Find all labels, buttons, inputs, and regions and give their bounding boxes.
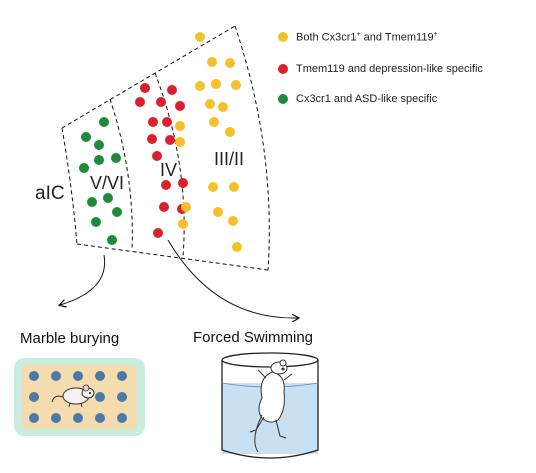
marble: [117, 413, 127, 423]
inner-edge-boundary: [61, 127, 78, 245]
cx3cr1-dot: [112, 207, 122, 217]
tmem119-dot: [153, 228, 163, 238]
tmem119-dot: [162, 117, 172, 127]
outer-top-boundary: [61, 25, 236, 129]
tmem119-dot: [135, 97, 145, 107]
cx3cr1-dot: [111, 153, 121, 163]
region-label-aic: aIC: [35, 183, 65, 204]
cx3cr1-dots: [79, 117, 122, 245]
legend-dot-tmem119: [278, 64, 288, 74]
both-dot: [195, 81, 205, 91]
tmem119-dot: [178, 178, 188, 188]
rat-icon: [249, 359, 293, 453]
both-dot: [229, 182, 239, 192]
tmem119-dot: [161, 180, 171, 190]
legend-dot-both: [278, 32, 288, 43]
arrow-to-marble-burying: [60, 254, 106, 305]
both-dot: [213, 207, 223, 217]
legend-label-cx3cr1: Cx3cr1 and ASD-like specific: [296, 93, 438, 105]
both-dot: [211, 79, 221, 89]
marble: [29, 392, 39, 402]
both-dot: [175, 137, 185, 147]
tmem119-dot: [165, 135, 175, 145]
both-dot: [231, 80, 241, 90]
legend-item-both: Both Cx3cr1+ and Tmem119+: [278, 31, 438, 44]
marble: [117, 392, 127, 402]
both-dot: [225, 58, 235, 68]
both-dot: [205, 99, 215, 109]
marble: [95, 392, 105, 402]
layer-label-iii-ii: III/II: [214, 149, 244, 169]
cx3cr1-dot: [81, 132, 91, 142]
cx3cr1-dot: [94, 155, 104, 165]
marble: [29, 371, 39, 381]
both-dot: [175, 121, 185, 131]
both-dot: [209, 117, 219, 127]
tmem119-dot: [159, 202, 169, 212]
cx3cr1-dot: [79, 163, 89, 173]
marble-burying-label: Marble burying: [20, 330, 119, 347]
marble: [51, 413, 61, 423]
marble: [73, 371, 83, 381]
marble: [51, 371, 61, 381]
legend-label-both: Both Cx3cr1+ and Tmem119+: [296, 31, 438, 44]
marble: [95, 413, 105, 423]
v-vi-iv-boundary: [109, 98, 133, 251]
mouse-icon: [51, 384, 95, 408]
cx3cr1-dot: [94, 140, 104, 150]
cx3cr1-dot: [103, 193, 113, 203]
layer-boundaries: [61, 25, 270, 271]
tmem119-dot: [167, 85, 177, 95]
tmem119-dot: [140, 83, 150, 93]
tmem119-dot: [147, 134, 157, 144]
both-dot: [208, 182, 218, 192]
both-dot: [207, 57, 217, 67]
marble: [29, 413, 39, 423]
tmem119-dot: [156, 97, 166, 107]
legend-item-tmem119: Tmem119 and depression-like specific: [278, 63, 483, 75]
marble: [73, 413, 83, 423]
tmem119-dot: [152, 151, 162, 161]
both-dot: [178, 219, 188, 229]
iii-outer-boundary: [234, 25, 270, 271]
marble: [95, 371, 105, 381]
tmem119-dot: [175, 101, 185, 111]
forced-swimming-label: Forced Swimming: [193, 329, 313, 346]
layer-label-iv: IV: [160, 160, 177, 180]
tmem119-dot: [148, 117, 158, 127]
cx3cr1-dot: [87, 197, 97, 207]
both-dots: [175, 32, 242, 252]
marbles: [29, 371, 127, 423]
tmem119-dots: [135, 83, 188, 238]
both-dot: [195, 32, 205, 42]
layer-label-v-vi: V/VI: [90, 173, 124, 193]
both-dot: [225, 127, 235, 137]
cx3cr1-dot: [99, 117, 109, 127]
legend-label-tmem119: Tmem119 and depression-like specific: [296, 63, 483, 75]
cx3cr1-dot: [107, 235, 117, 245]
both-dot: [218, 102, 228, 112]
both-dot: [228, 216, 238, 226]
both-dot: [232, 242, 242, 252]
marble-cage: [14, 358, 145, 436]
both-dot: [181, 202, 191, 212]
marble: [117, 371, 127, 381]
legend-item-cx3cr1: Cx3cr1 and ASD-like specific: [278, 93, 437, 105]
legend-dot-cx3cr1: [278, 94, 288, 104]
cx3cr1-dot: [91, 217, 101, 227]
iv-iii-boundary: [154, 72, 185, 258]
arrow-to-forced-swimming: [167, 239, 298, 318]
